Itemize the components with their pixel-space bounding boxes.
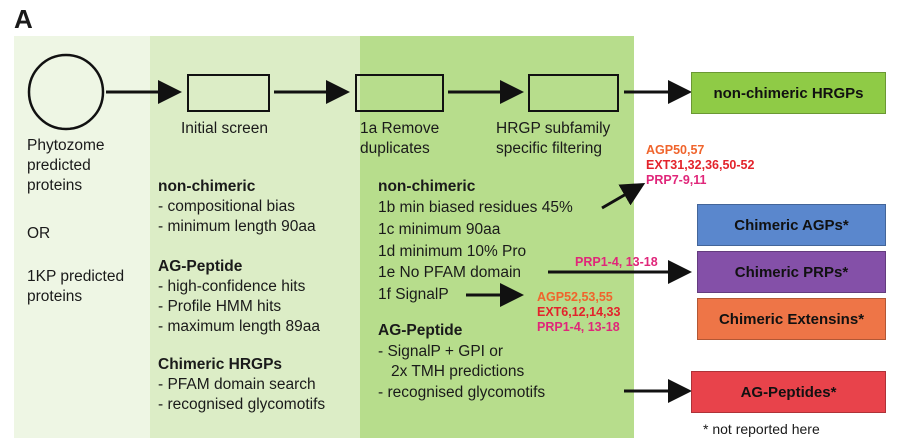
col2-nonchimeric-item: - minimum length 90aa: [158, 218, 316, 235]
start-or: OR: [27, 225, 51, 242]
start-alt2: proteins: [27, 288, 83, 305]
panel-label: A: [14, 4, 33, 34]
tag-sig-agp: AGP52,53,55: [537, 290, 613, 304]
col2-agpeptide-item: - maximum length 89aa: [158, 318, 320, 335]
panel-input: [14, 36, 150, 438]
step-filter-label-2: specific filtering: [496, 140, 602, 157]
step-remove-label-2: duplicates: [360, 140, 430, 157]
col2-chimeric-heading: Chimeric HRGPs: [158, 356, 283, 373]
start-alt1: 1KP predicted: [27, 268, 125, 285]
col2-agpeptide-item: - Profile HMM hits: [158, 298, 282, 315]
arrow-biased-up: [601, 182, 646, 210]
step-filter-label-1: HRGP subfamily: [496, 120, 611, 137]
col2-agpeptide-item: - high-confidence hits: [158, 278, 306, 295]
output-chimeric-agps: Chimeric AGPs*: [697, 204, 886, 246]
col3-criterion: 1f SignalP: [378, 286, 449, 303]
col3-criterion: 1e No PFAM domain: [378, 264, 522, 281]
step-initial-label: Initial screen: [181, 120, 269, 137]
footnote: * not reported here: [703, 421, 820, 437]
output-nonchimeric-hrgps: non-chimeric HRGPs: [691, 72, 886, 114]
tag-top-agp: AGP50,57: [646, 143, 705, 157]
step-box-remove: [355, 74, 444, 112]
col3-agpeptide-item: 2x TMH predictions: [391, 363, 525, 380]
step-remove-label-1: 1a Remove: [360, 120, 440, 137]
col2-agpeptide-heading: AG-Peptide: [158, 258, 243, 275]
step-box-filter: [528, 74, 619, 112]
start-circle: [27, 53, 105, 131]
col3-criterion: 1d minimum 10% Pro: [378, 243, 527, 260]
output-chimeric-extensins: Chimeric Extensins*: [697, 298, 886, 340]
col2-nonchimeric-heading: non-chimeric: [158, 178, 256, 195]
tag-sig-prp: PRP1-4, 13-18: [537, 320, 620, 334]
output-chimeric-prps: Chimeric PRPs*: [697, 251, 886, 293]
tag-mid-prp: PRP1-4, 13-18: [575, 255, 658, 269]
tag-sig-ext: EXT6,12,14,33: [537, 305, 621, 319]
tag-top-prp: PRP7-9,11: [646, 173, 707, 187]
col3-criterion: 1b min biased residues 45%: [378, 199, 573, 216]
col3-agpeptide-item: - SignalP + GPI or: [378, 343, 504, 360]
col3-agpeptide-heading: AG-Peptide: [378, 322, 463, 339]
panel-screen: [150, 36, 360, 438]
start-line2: predicted: [27, 157, 91, 174]
col2-chimeric-item: - PFAM domain search: [158, 376, 316, 393]
col3-agpeptide-item: - recognised glycomotifs: [378, 384, 546, 401]
step-box-initial: [187, 74, 270, 112]
panel-filter: [360, 36, 634, 438]
col2-chimeric-item: - recognised glycomotifs: [158, 396, 326, 413]
output-agpeptides: AG-Peptides*: [691, 371, 886, 413]
start-line3: proteins: [27, 177, 83, 194]
col2-nonchimeric-item: - compositional bias: [158, 198, 295, 215]
tag-top-ext: EXT31,32,36,50-52: [646, 158, 755, 172]
col3-nonchimeric-heading: non-chimeric: [378, 178, 476, 195]
start-line1: Phytozome: [27, 137, 105, 154]
col3-criterion: 1c minimum 90aa: [378, 221, 501, 238]
